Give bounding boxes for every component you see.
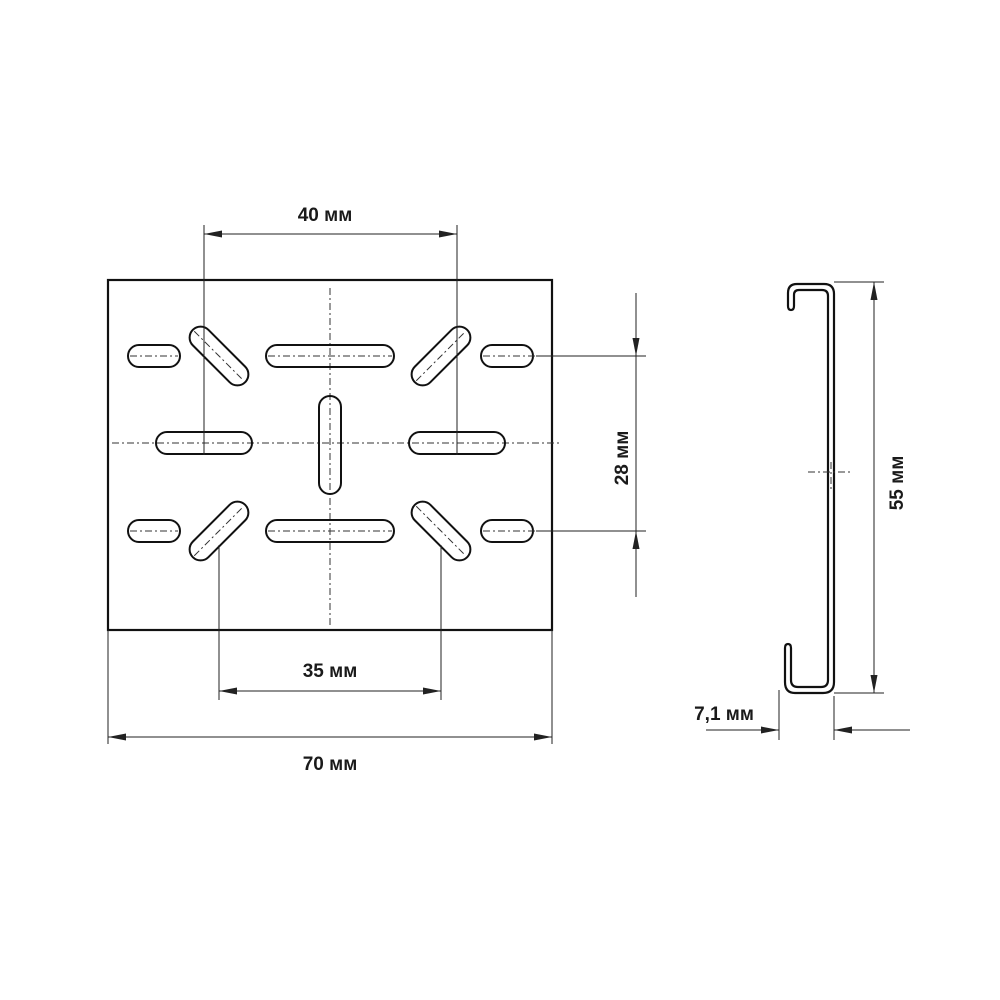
slot-diagonal-upper-right — [410, 325, 472, 387]
dimension-label-35: 35 мм — [303, 661, 358, 682]
plate-outline — [106, 278, 554, 632]
dimension-label-70: 70 мм — [303, 754, 358, 775]
slot-diagonal-lower-left — [188, 500, 250, 562]
profile-side-view — [783, 282, 852, 695]
dimension-28mm: 28 мм — [536, 293, 646, 597]
slot-top-center — [265, 344, 395, 368]
dimension-40mm: 40 мм — [203, 205, 458, 455]
dimension-7-1mm: 7,1 мм — [694, 690, 910, 740]
profile-outline — [783, 282, 836, 695]
dimension-55mm: 55 мм — [834, 281, 908, 694]
slot-bottom-left — [127, 519, 181, 543]
slot-diagonal-upper-left — [188, 325, 250, 387]
slot-diagonal-lower-right — [410, 500, 472, 562]
plate-front-view — [106, 278, 562, 632]
slot-top-left — [127, 344, 181, 368]
dimension-label-40: 40 мм — [298, 205, 353, 226]
dimension-label-7-1: 7,1 мм — [694, 704, 754, 725]
dimension-label-28: 28 мм — [612, 431, 633, 486]
dimension-label-55: 55 мм — [887, 456, 908, 511]
slot-bottom-center — [265, 519, 395, 543]
dimension-35mm: 35 мм — [218, 545, 442, 700]
dimension-70mm: 70 мм — [107, 630, 553, 775]
slot-center-vertical — [318, 395, 342, 495]
